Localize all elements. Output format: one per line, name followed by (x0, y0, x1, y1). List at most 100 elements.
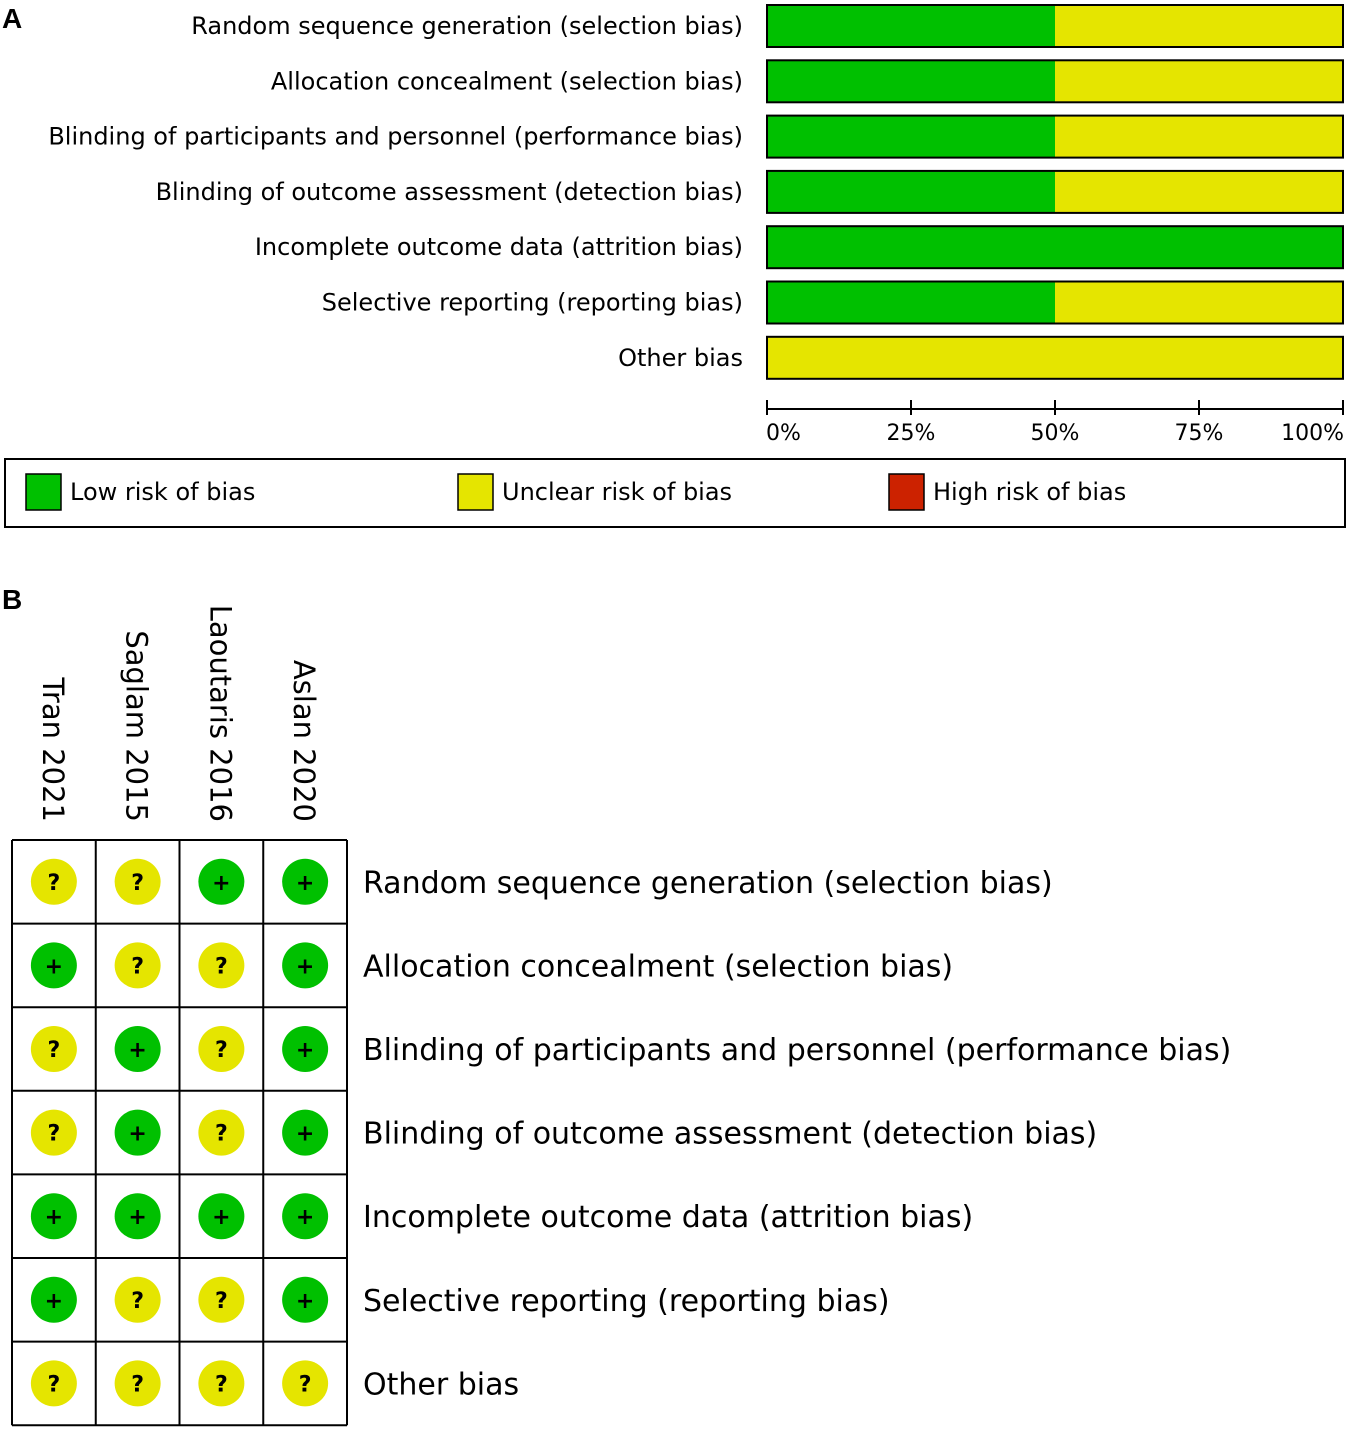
domain-label: Random sequence generation (selection bi… (191, 12, 743, 40)
judgement-mark: ? (215, 1038, 228, 1063)
panel-a-letter: A (2, 3, 22, 34)
bar-outline (766, 225, 1344, 270)
judgement-mark: + (45, 1205, 63, 1230)
risk-of-bias-summary-chart: Random sequence generation (selection bi… (48, 4, 1344, 446)
domain-label: Blinding of outcome assessment (detectio… (156, 178, 743, 206)
bar-segment (1055, 60, 1343, 103)
unclear-risk-symbol (198, 942, 245, 989)
judgement-mark: + (128, 1122, 146, 1147)
x-tick-label: 0% (766, 421, 801, 446)
domain-label: Random sequence generation (selection bi… (363, 866, 1053, 901)
panel-b-letter: B (2, 584, 22, 615)
unclear-risk-symbol (198, 1276, 245, 1323)
domain-label: Blinding of participants and personnel (… (48, 123, 743, 151)
bar-outline (766, 169, 1344, 214)
domain-label: Selective reporting (reporting bias) (322, 289, 743, 317)
bar-segment (1055, 115, 1343, 158)
judgement-mark: ? (131, 871, 144, 896)
low-risk-symbol (282, 942, 329, 989)
judgement-mark: ? (215, 1122, 228, 1147)
judgement-mark: ? (47, 1122, 60, 1147)
domain-label: Allocation concealment (selection bias) (363, 949, 953, 984)
judgement-mark: + (296, 871, 314, 896)
legend-swatch (457, 473, 494, 511)
domain-label: Blinding of participants and personnel (… (363, 1033, 1231, 1068)
x-tick-label: 25% (887, 421, 936, 446)
risk-of-bias-graph-table: Tran 2021 Saglam 2015 Laoutaris 2016 Aslan … (11, 605, 1231, 1427)
judgement-mark: ? (47, 1372, 60, 1397)
domain-label: Other bias (618, 344, 743, 372)
low-risk-symbol (30, 1193, 77, 1240)
x-tick-label: 50% (1031, 421, 1080, 446)
bar-outline (766, 335, 1344, 380)
judgement-mark: ? (215, 1372, 228, 1397)
low-risk-symbol (282, 858, 329, 905)
judgement-mark: + (128, 1205, 146, 1230)
domain-label: Selective reporting (reporting bias) (363, 1284, 890, 1319)
unclear-risk-symbol (282, 1360, 329, 1407)
judgement-mark: ? (47, 871, 60, 896)
bar-segment (767, 60, 1055, 103)
unclear-risk-symbol (198, 1026, 245, 1072)
bar-segment (767, 281, 1055, 324)
low-risk-symbol (282, 1109, 329, 1156)
domain-label: Incomplete outcome data (attrition bias) (255, 233, 743, 261)
low-risk-symbol (30, 942, 77, 989)
bar-outline (766, 280, 1344, 325)
judgement-mark: ? (215, 954, 228, 979)
judgement-mark: ? (215, 1289, 228, 1314)
low-risk-symbol (114, 1193, 161, 1240)
bar-segment (767, 226, 1343, 269)
legend-swatch (25, 473, 62, 511)
bar-segment (767, 336, 1343, 379)
low-risk-symbol (282, 1193, 329, 1240)
low-risk-symbol (114, 1109, 161, 1156)
bar-segment (767, 115, 1055, 158)
judgement-mark: + (296, 1038, 314, 1063)
study-label: Saglam 2015 (120, 630, 154, 822)
bar-segment (1055, 281, 1343, 324)
legend-label: Unclear risk of bias (502, 478, 732, 506)
bar-outline (766, 4, 1344, 48)
bar-segment (767, 5, 1055, 47)
unclear-risk-symbol (114, 942, 161, 989)
unclear-risk-symbol (198, 1109, 245, 1156)
bar-outline (766, 59, 1344, 104)
domain-label: Blinding of outcome assessment (detectio… (363, 1117, 1097, 1152)
x-tick-label: 75% (1175, 421, 1224, 446)
low-risk-symbol (198, 858, 245, 905)
low-risk-symbol (282, 1276, 329, 1323)
x-tick-label: 100% (1281, 421, 1344, 446)
judgement-mark: ? (299, 1372, 312, 1397)
judgement-mark: + (45, 1289, 63, 1314)
judgement-mark: + (128, 1038, 146, 1063)
study-label: Laoutaris 2016 (203, 605, 237, 822)
bar-segment (1055, 5, 1343, 47)
legend-label: High risk of bias (933, 478, 1126, 506)
low-risk-symbol (282, 1026, 329, 1072)
bar-outline (766, 114, 1344, 159)
unclear-risk-symbol (30, 858, 77, 905)
unclear-risk-symbol (114, 1276, 161, 1323)
judgement-mark: ? (131, 1372, 144, 1397)
bar-segment (767, 170, 1055, 213)
unclear-risk-symbol (114, 1360, 161, 1407)
legend-label: Low risk of bias (70, 478, 255, 506)
judgement-mark: + (296, 1205, 314, 1230)
low-risk-symbol (30, 1276, 77, 1323)
legend-box (4, 458, 1346, 528)
unclear-risk-symbol (114, 858, 161, 905)
judgement-mark: + (212, 1205, 230, 1230)
legend-swatch (888, 473, 925, 511)
domain-label: Incomplete outcome data (attrition bias) (363, 1200, 973, 1235)
unclear-risk-symbol (198, 1360, 245, 1407)
study-label: Aslan 2020 (287, 660, 321, 822)
judgement-mark: + (296, 954, 314, 979)
judgement-mark: ? (47, 1038, 60, 1063)
low-risk-symbol (114, 1026, 161, 1072)
chart-legend: Low risk of bias Unclear risk of bias High… (4, 458, 1346, 528)
unclear-risk-symbol (30, 1360, 77, 1407)
judgement-mark: ? (131, 954, 144, 979)
study-label: Tran 2021 (36, 676, 70, 822)
